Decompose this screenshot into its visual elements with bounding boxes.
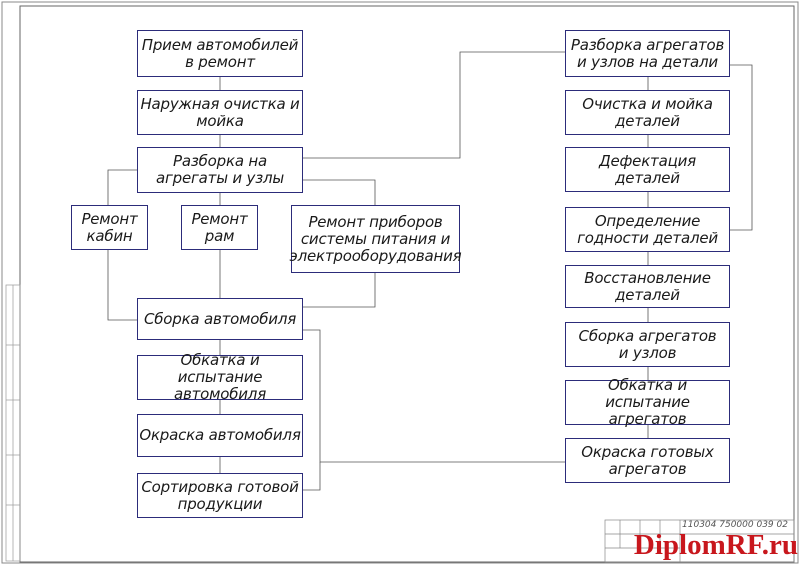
node-unit-painting: Окраска готовых агрегатов [565, 438, 730, 483]
document-code: 110304 750000 039 02 [682, 520, 788, 530]
node-frame-repair: Ремонт рам [181, 205, 258, 250]
node-unit-disassembly: Разборка агрегатов и узлов на детали [565, 30, 730, 77]
node-vehicle-painting: Окраска автомобиля [137, 414, 303, 457]
node-vehicle-intake: Прием автомобилей в ремонт [137, 30, 303, 77]
node-unit-run-in: Обкатка и испытание агрегатов [565, 377, 730, 428]
binding-strip [5, 284, 21, 562]
node-parts-suitability: Определение годности деталей [565, 207, 730, 252]
node-defect-detection: Дефектация деталей [565, 147, 730, 192]
node-disassembly-units: Разборка на агрегаты и узлы [137, 147, 303, 193]
node-vehicle-run-in: Обкатка и испытание автомобиля [137, 352, 303, 403]
node-cabin-repair: Ремонт кабин [71, 205, 148, 250]
sheet-inner-frame [19, 5, 795, 563]
node-vehicle-assembly: Сборка автомобиля [137, 298, 303, 340]
title-block [604, 519, 795, 563]
node-unit-assembly: Сборка агрегатов и узлов [565, 322, 730, 367]
node-product-sorting: Сортировка готовой продукции [137, 473, 303, 518]
connectors [107, 51, 753, 491]
node-outer-wash: Наружная очистка и мойка [137, 90, 303, 135]
diplomrf-watermark: DiplomRF.ru [633, 529, 798, 561]
node-fuel-electrical-repair: Ремонт приборов системы питания и электр… [290, 205, 462, 273]
node-parts-restoration: Восстановление деталей [565, 265, 730, 308]
node-parts-cleaning: Очистка и мойка деталей [565, 90, 730, 135]
